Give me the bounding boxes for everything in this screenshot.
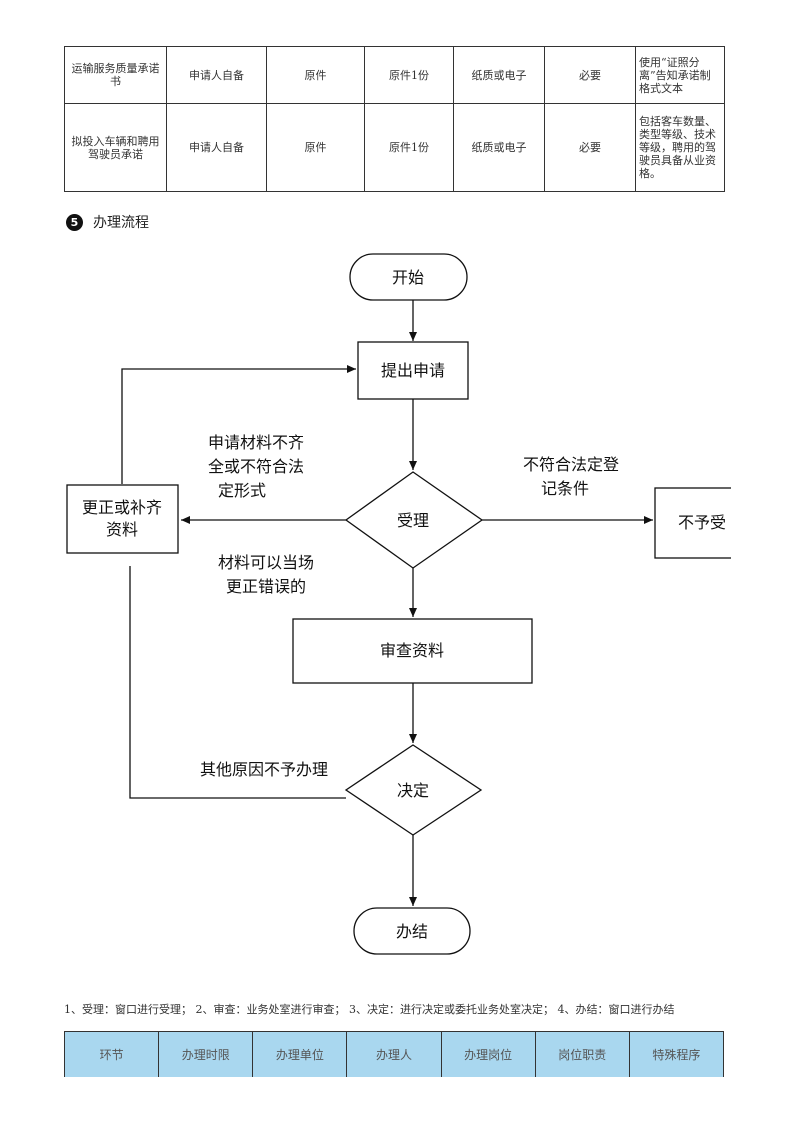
label-other-reasons: 其他原因不予办理 — [200, 760, 328, 779]
svg-text:其他原因不予办理: 其他原因不予办理 — [200, 760, 328, 779]
node-supplement-materials: 更正或补齐 资料 — [66, 484, 179, 554]
table-header-row: 环节 办理时限 办理单位 办理人 办理岗位 岗位职责 特殊程序 — [63, 1031, 725, 1077]
materials-table: 运输服务质量承诺书 申请人自备 原件 原件1份 纸质或电子 必要 使用“证照分离… — [64, 46, 725, 192]
node-accept-decision: 受理 — [344, 471, 484, 569]
header-cell: 办理单位 — [252, 1031, 348, 1077]
header-cell: 办理岗位 — [440, 1031, 536, 1077]
section-title: 办理流程 — [93, 215, 149, 231]
table-row: 拟投入车辆和聘用驾驶员承诺 申请人自备 原件 原件1份 纸质或电子 必要 包括客… — [64, 103, 725, 192]
svg-text:记条件: 记条件 — [541, 479, 589, 498]
header-cell: 办理人 — [346, 1031, 442, 1077]
process-steps-note: 1、受理：窗口进行受理； 2、审查：业务处室进行审查； 3、决定：进行决定或委托… — [64, 1003, 675, 1016]
node-review-materials: 审查资料 — [292, 618, 533, 684]
section-heading: 5 办理流程 — [66, 212, 149, 232]
material-required: 必要 — [544, 103, 636, 192]
label-fixable-on-site: 材料可以当场 更正错误的 — [218, 553, 314, 596]
svg-text:审查资料: 审查资料 — [380, 641, 444, 660]
header-cell: 环节 — [63, 1031, 160, 1077]
svg-text:不予受: 不予受 — [678, 513, 726, 532]
material-name: 拟投入车辆和聘用驾驶员承诺 — [64, 103, 167, 192]
label-not-legal-conditions: 不符合法定登 记条件 — [523, 455, 619, 498]
process-stage-table: 环节 办理时限 办理单位 办理人 办理岗位 岗位职责 特殊程序 — [63, 1031, 725, 1077]
material-note: 使用“证照分离”告知承诺制格式文本 — [635, 46, 725, 104]
svg-text:决定: 决定 — [397, 781, 429, 800]
svg-text:不符合法定登: 不符合法定登 — [523, 455, 619, 474]
material-count: 原件1份 — [364, 46, 454, 104]
material-format: 纸质或电子 — [453, 46, 545, 104]
material-source: 申请人自备 — [166, 46, 267, 104]
svg-text:开始: 开始 — [392, 268, 424, 287]
svg-text:定形式: 定形式 — [218, 481, 266, 500]
material-count: 原件1份 — [364, 103, 454, 192]
material-type: 原件 — [266, 46, 365, 104]
svg-text:全或不符合法: 全或不符合法 — [208, 457, 304, 476]
node-finish: 办结 — [353, 907, 471, 955]
label-incomplete-materials: 申请材料不齐 全或不符合法 定形式 — [208, 433, 304, 500]
node-decide: 决定 — [344, 744, 483, 836]
flow-connectors — [121, 300, 653, 906]
svg-text:办结: 办结 — [396, 922, 428, 941]
node-start: 开始 — [349, 253, 468, 301]
node-reject: 不予受 — [654, 487, 731, 559]
header-cell: 岗位职责 — [534, 1031, 630, 1077]
table-row: 运输服务质量承诺书 申请人自备 原件 原件1份 纸质或电子 必要 使用“证照分离… — [64, 46, 725, 104]
svg-text:材料可以当场: 材料可以当场 — [218, 553, 314, 572]
section-number-badge: 5 — [66, 213, 83, 231]
svg-text:更正或补齐: 更正或补齐 — [82, 498, 162, 517]
node-submit-application: 提出申请 — [357, 341, 469, 400]
material-type: 原件 — [266, 103, 365, 192]
material-required: 必要 — [544, 46, 636, 104]
svg-text:更正错误的: 更正错误的 — [226, 577, 306, 596]
material-source: 申请人自备 — [166, 103, 267, 192]
material-format: 纸质或电子 — [453, 103, 545, 192]
header-cell: 办理时限 — [158, 1031, 254, 1077]
material-name: 运输服务质量承诺书 — [64, 46, 167, 104]
header-cell: 特殊程序 — [628, 1031, 725, 1077]
svg-text:申请材料不齐: 申请材料不齐 — [208, 433, 304, 452]
svg-text:提出申请: 提出申请 — [381, 361, 445, 380]
svg-text:资料: 资料 — [106, 520, 138, 539]
material-note: 包括客车数量、类型等级、技术等级，聘用的驾驶员具备从业资格。 — [635, 103, 725, 192]
svg-text:受理: 受理 — [397, 511, 429, 530]
